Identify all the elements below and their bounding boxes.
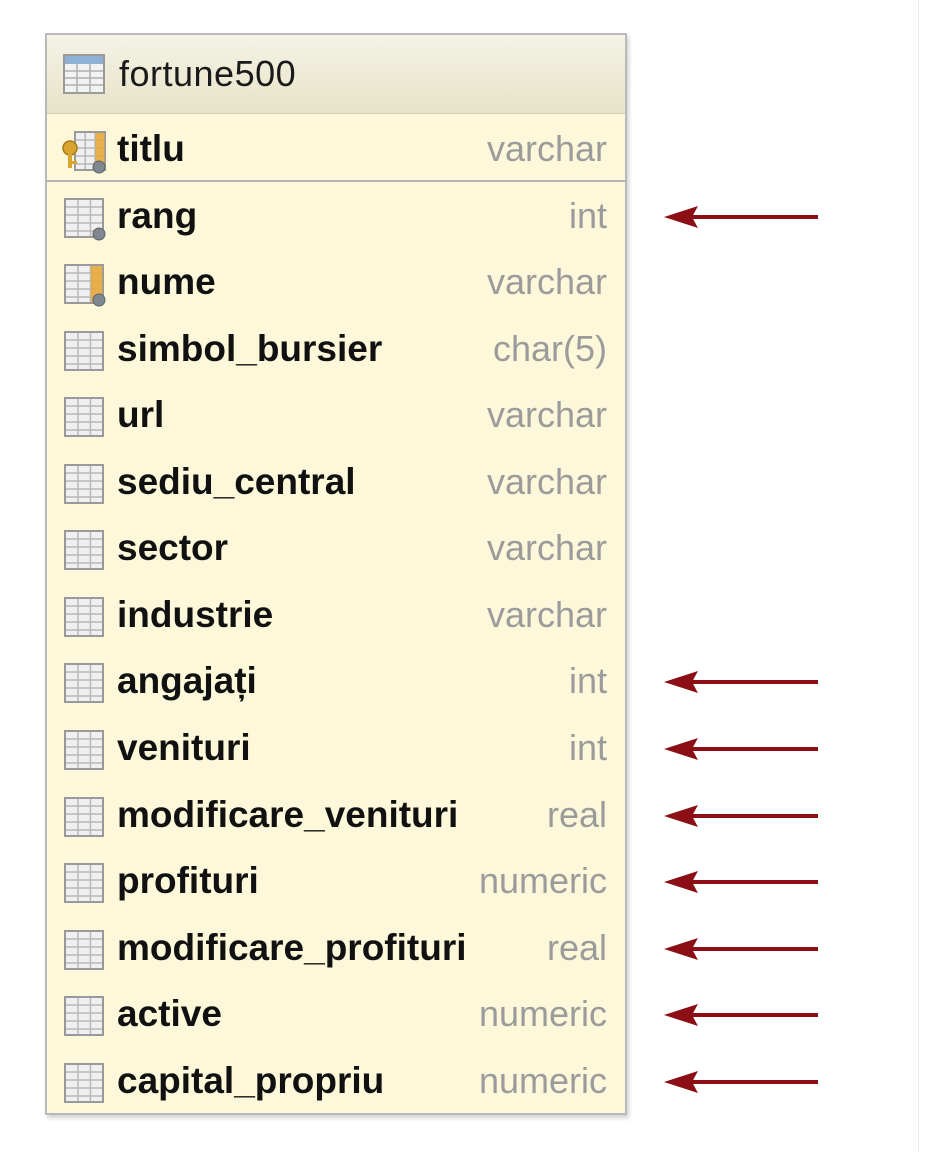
pointer-arrow [664, 805, 818, 827]
column-row[interactable]: profituri numeric [47, 852, 625, 912]
column-type: numeric [478, 1060, 607, 1101]
column-type: varchar [486, 461, 607, 502]
column-icon [64, 331, 104, 371]
column-name: url [117, 394, 165, 435]
indexed-column-icon [64, 198, 106, 241]
column-row[interactable]: venituri int [47, 719, 625, 779]
column-icon [64, 730, 104, 770]
column-row[interactable]: modificare_venituri real [47, 786, 625, 846]
column-row[interactable]: modificare_profituri real [47, 919, 625, 979]
column-type: int [568, 727, 607, 768]
column-icon [64, 996, 104, 1036]
column-icon [64, 930, 104, 970]
column-name: simbol_bursier [117, 328, 383, 369]
column-type: varchar [486, 394, 607, 435]
pointer-arrow [664, 1071, 818, 1093]
pointer-arrow [664, 871, 818, 893]
column-icon [64, 464, 104, 504]
table-icon [63, 54, 105, 94]
column-type: int [568, 195, 607, 236]
column-icon [64, 530, 104, 570]
column-icon [64, 397, 104, 437]
column-row[interactable]: industrie varchar [47, 586, 625, 646]
column-name: sector [117, 527, 229, 568]
column-icon [64, 797, 104, 837]
column-row[interactable]: nume varchar [47, 253, 625, 313]
table-card[interactable]: fortune500 titlu varchar rang int nume varcha… [45, 33, 627, 1115]
pointer-arrow [664, 938, 818, 960]
column-type: numeric [478, 993, 607, 1034]
column-row[interactable]: sector varchar [47, 519, 625, 579]
column-name: modificare_profituri [117, 927, 467, 968]
primary-key-divider [47, 180, 625, 182]
column-type: real [546, 794, 607, 835]
pointer-arrow [664, 1004, 818, 1026]
column-icon [64, 597, 104, 637]
column-type: varchar [486, 527, 607, 568]
column-row[interactable]: active numeric [47, 985, 625, 1045]
column-type: int [568, 660, 607, 701]
column-type: char(5) [492, 328, 607, 369]
column-row[interactable]: rang int [47, 187, 625, 247]
column-icon [64, 863, 104, 903]
column-type: varchar [486, 594, 607, 635]
column-name: nume [117, 261, 216, 302]
column-type: numeric [478, 860, 607, 901]
column-name: capital_propriu [117, 1060, 385, 1101]
column-row[interactable]: url varchar [47, 386, 625, 446]
column-name: titlu [117, 128, 185, 169]
unique-indexed-column-icon [64, 264, 106, 307]
table-header[interactable]: fortune500 [47, 35, 625, 114]
column-name: profituri [117, 860, 259, 901]
column-type: real [546, 927, 607, 968]
column-row[interactable]: capital_propriu numeric [47, 1052, 625, 1112]
column-name: rang [117, 195, 198, 236]
column-name: angajați [117, 660, 257, 701]
page-edge-divider [918, 0, 919, 1152]
column-name: venituri [117, 727, 251, 768]
column-row[interactable]: simbol_bursier char(5) [47, 320, 625, 380]
column-name: active [117, 993, 222, 1034]
column-type: varchar [486, 261, 607, 302]
column-icon [64, 663, 104, 703]
column-icon [64, 1063, 104, 1103]
column-name: modificare_venituri [117, 794, 459, 835]
column-name: industrie [117, 594, 274, 635]
pointer-arrow [664, 206, 818, 228]
column-row[interactable]: angajați int [47, 652, 625, 712]
column-type: varchar [486, 128, 607, 169]
column-row[interactable]: sediu_central varchar [47, 453, 625, 513]
table-title: fortune500 [119, 53, 297, 94]
column-name: sediu_central [117, 461, 356, 502]
column-row[interactable]: titlu varchar [47, 120, 625, 180]
pointer-arrow [664, 738, 818, 760]
primary-key-column-icon [62, 131, 106, 174]
pointer-arrow [664, 671, 818, 693]
